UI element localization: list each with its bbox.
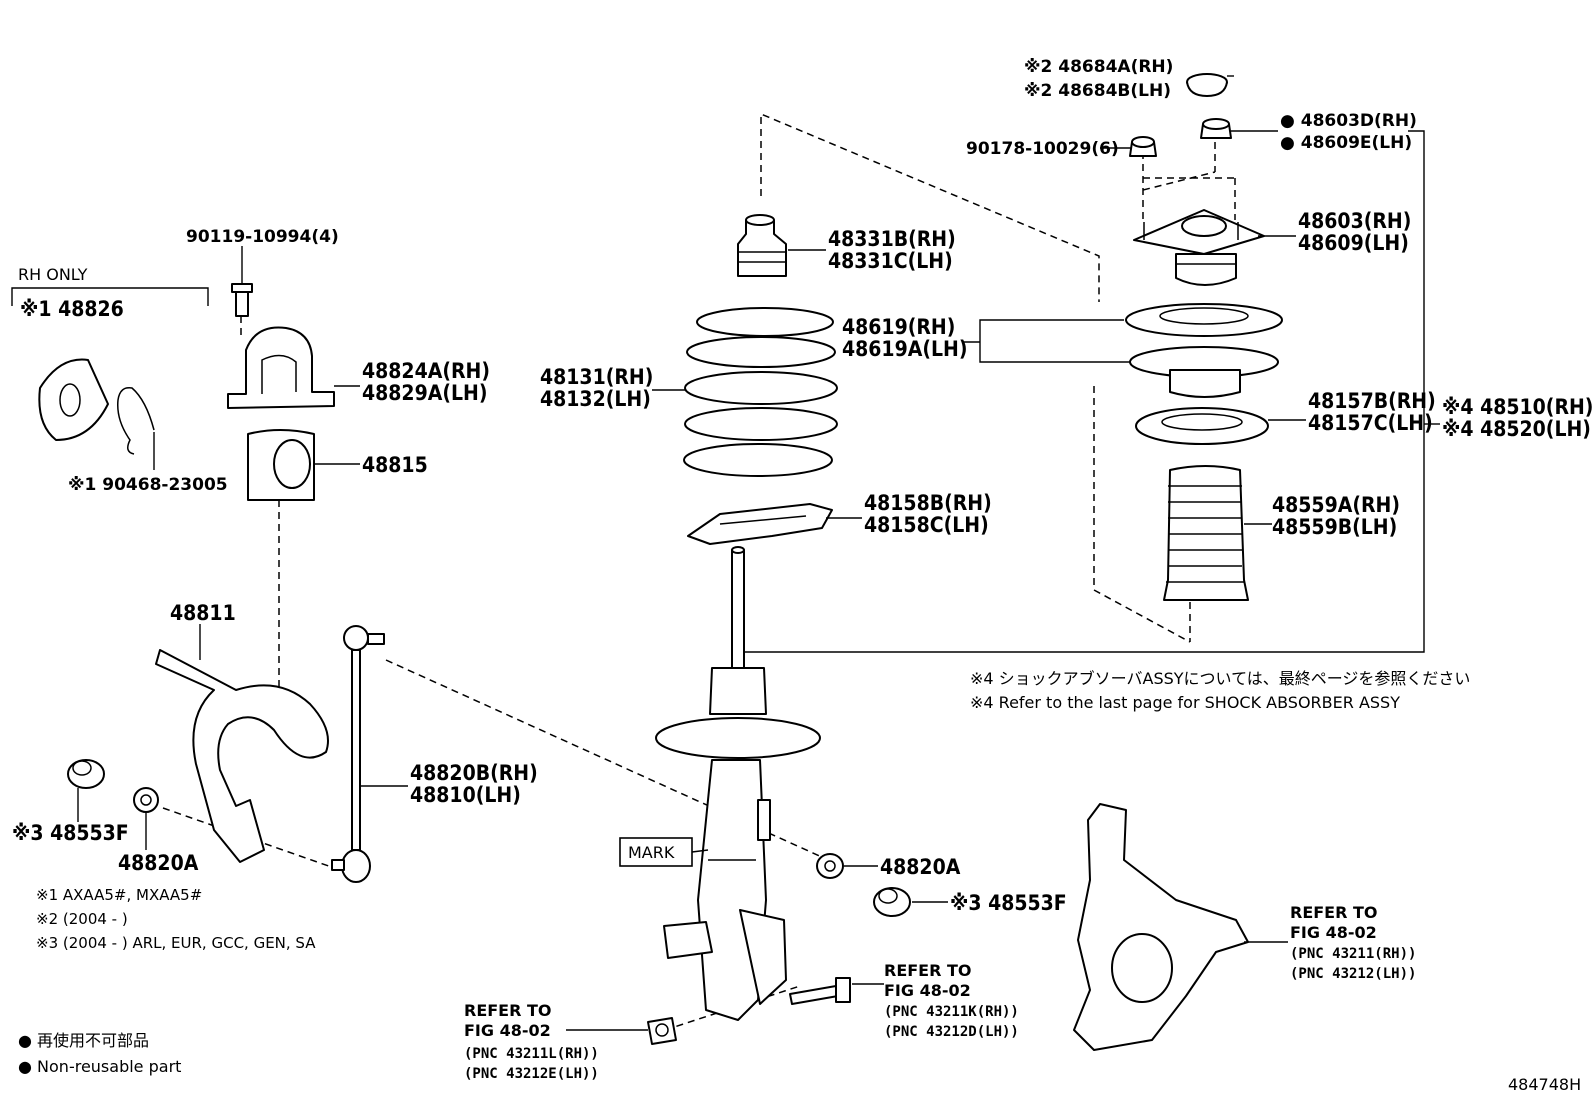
refer-nut: REFER TO FIG 48-02 (PNC 43211L(RH)) (PNC… bbox=[464, 1001, 599, 1082]
label-48559b: 48559B(LH) bbox=[1272, 515, 1397, 539]
refer-nut-line1: REFER TO bbox=[464, 1001, 552, 1020]
coil-spring-part bbox=[683, 307, 838, 477]
label-48820a-left: 48820A bbox=[118, 851, 199, 875]
label-90119: 90119-10994(4) bbox=[186, 227, 339, 247]
label-48824a: 48824A(RH) bbox=[362, 359, 490, 383]
shock-absorber-part bbox=[655, 546, 821, 1021]
label-48609e: ● 48609E(LH) bbox=[1280, 133, 1412, 153]
refer-nut-line3: (PNC 43211L(RH)) bbox=[464, 1046, 599, 1062]
refer-knuckle: REFER TO FIG 48-02 (PNC 43211(RH)) (PNC … bbox=[1290, 903, 1416, 982]
nut-48820a-right-part bbox=[816, 853, 844, 879]
label-48331c: 48331C(LH) bbox=[828, 249, 953, 273]
label-48131: 48131(RH) bbox=[540, 365, 653, 389]
stabilizer-link-part bbox=[331, 625, 385, 883]
label-48331b: 48331B(RH) bbox=[828, 227, 956, 251]
steering-knuckle-part bbox=[1073, 803, 1249, 1051]
spring-seat-part bbox=[1135, 407, 1269, 445]
label-48619: 48619(RH) bbox=[842, 315, 955, 339]
stabilizer-bar-part bbox=[155, 649, 329, 863]
label-48829a: 48829A(LH) bbox=[362, 381, 487, 405]
label-48132: 48132(LH) bbox=[540, 387, 651, 411]
label-rh-only: RH ONLY bbox=[18, 265, 88, 284]
label-48603d: ● 48603D(RH) bbox=[1280, 111, 1417, 131]
diagram-id: 484748H bbox=[1508, 1075, 1581, 1094]
label-48811: 48811 bbox=[170, 601, 236, 625]
label-48559a: 48559A(RH) bbox=[1272, 493, 1400, 517]
cover-48826-part bbox=[38, 358, 109, 441]
refer-nut-line2: FIG 48-02 bbox=[464, 1021, 551, 1040]
label-48553f-right: ※3 48553F bbox=[950, 891, 1067, 915]
stabilizer-bracket-part bbox=[227, 326, 335, 409]
mark-label: MARK bbox=[628, 843, 675, 862]
label-48510: ※4 48510(RH) bbox=[1442, 395, 1592, 419]
dust-boot-part bbox=[1163, 465, 1249, 601]
nut-48603d-part bbox=[1200, 118, 1232, 139]
refer-bolt-line4: (PNC 43212D(LH)) bbox=[884, 1024, 1019, 1040]
label-48553f-left: ※3 48553F bbox=[12, 821, 129, 845]
legend-en: ● Non-reusable part bbox=[18, 1057, 181, 1076]
refer-knuckle-line4: (PNC 43212(LH)) bbox=[1290, 966, 1416, 982]
label-48810: 48810(LH) bbox=[410, 783, 521, 807]
refer-knuckle-line2: FIG 48-02 bbox=[1290, 923, 1377, 942]
mark-callout: MARK bbox=[619, 837, 709, 867]
bolt-90119-part bbox=[231, 283, 253, 317]
refer-knuckle-line3: (PNC 43211(RH)) bbox=[1290, 946, 1416, 962]
refer-bolt: REFER TO FIG 48-02 (PNC 43211K(RH)) (PNC… bbox=[884, 961, 1019, 1040]
bushing-48553f-right-part bbox=[873, 887, 911, 917]
label-48619a: 48619A(LH) bbox=[842, 337, 967, 361]
bump-stopper-part bbox=[737, 214, 787, 277]
notes: ※4 ショックアブソーバASSYについては、最終ページを参照ください ※4 Re… bbox=[18, 669, 1581, 1094]
label-48158b: 48158B(RH) bbox=[864, 491, 992, 515]
refer-bolt-line2: FIG 48-02 bbox=[884, 981, 971, 1000]
label-90468: ※1 90468-23005 bbox=[68, 475, 228, 495]
label-90178: 90178-10029(6) bbox=[966, 139, 1119, 159]
label-48820b: 48820B(RH) bbox=[410, 761, 538, 785]
stabilizer-bushing-part bbox=[247, 429, 315, 501]
refer-bolt-line1: REFER TO bbox=[884, 961, 972, 980]
lower-insulator-part bbox=[687, 503, 833, 545]
label-48520: ※4 48520(LH) bbox=[1442, 417, 1591, 441]
note-2: ※2 (2004 - ) bbox=[36, 910, 128, 928]
label-48684a: ※2 48684A(RH) bbox=[1024, 57, 1173, 77]
legend-jp: ● 再使用不可部品 bbox=[18, 1031, 149, 1050]
clip-90468-part bbox=[117, 387, 155, 455]
part-number-labels: ※2 48684A(RH) ※2 48684B(LH) ● 48603D(RH)… bbox=[12, 57, 1592, 915]
nut-90178-part bbox=[1129, 136, 1157, 157]
knuckle-bolt-part bbox=[789, 977, 851, 1005]
label-48684b: ※2 48684B(LH) bbox=[1024, 81, 1171, 101]
note-1: ※1 AXAA5#, MXAA5# bbox=[36, 886, 202, 904]
bushing-48553f-left-part bbox=[67, 759, 105, 789]
knuckle-nut-part bbox=[647, 1017, 677, 1045]
upper-support-part bbox=[1133, 209, 1265, 286]
label-48157c: 48157C(LH) bbox=[1308, 411, 1433, 435]
nut-48820a-left-part bbox=[133, 787, 159, 813]
label-48157b: 48157B(RH) bbox=[1308, 389, 1436, 413]
label-48603: 48603(RH) bbox=[1298, 209, 1411, 233]
label-48826: ※1 48826 bbox=[20, 297, 124, 321]
upper-insulator-part bbox=[1125, 303, 1283, 398]
leader-lines bbox=[11, 75, 1440, 1031]
refer-nut-line4: (PNC 43212E(LH)) bbox=[464, 1066, 599, 1082]
note-shock-en: ※4 Refer to the last page for SHOCK ABSO… bbox=[970, 693, 1400, 712]
note-3: ※3 (2004 - ) ARL, EUR, GCC, GEN, SA bbox=[36, 934, 316, 952]
label-48158c: 48158C(LH) bbox=[864, 513, 989, 537]
cap-part bbox=[1186, 73, 1228, 97]
refer-knuckle-line1: REFER TO bbox=[1290, 903, 1378, 922]
label-48815: 48815 bbox=[362, 453, 428, 477]
label-48820a-right: 48820A bbox=[880, 855, 961, 879]
note-shock-jp: ※4 ショックアブソーバASSYについては、最終ページを参照ください bbox=[970, 669, 1470, 688]
refer-bolt-line3: (PNC 43211K(RH)) bbox=[884, 1004, 1019, 1020]
label-48609: 48609(LH) bbox=[1298, 231, 1409, 255]
